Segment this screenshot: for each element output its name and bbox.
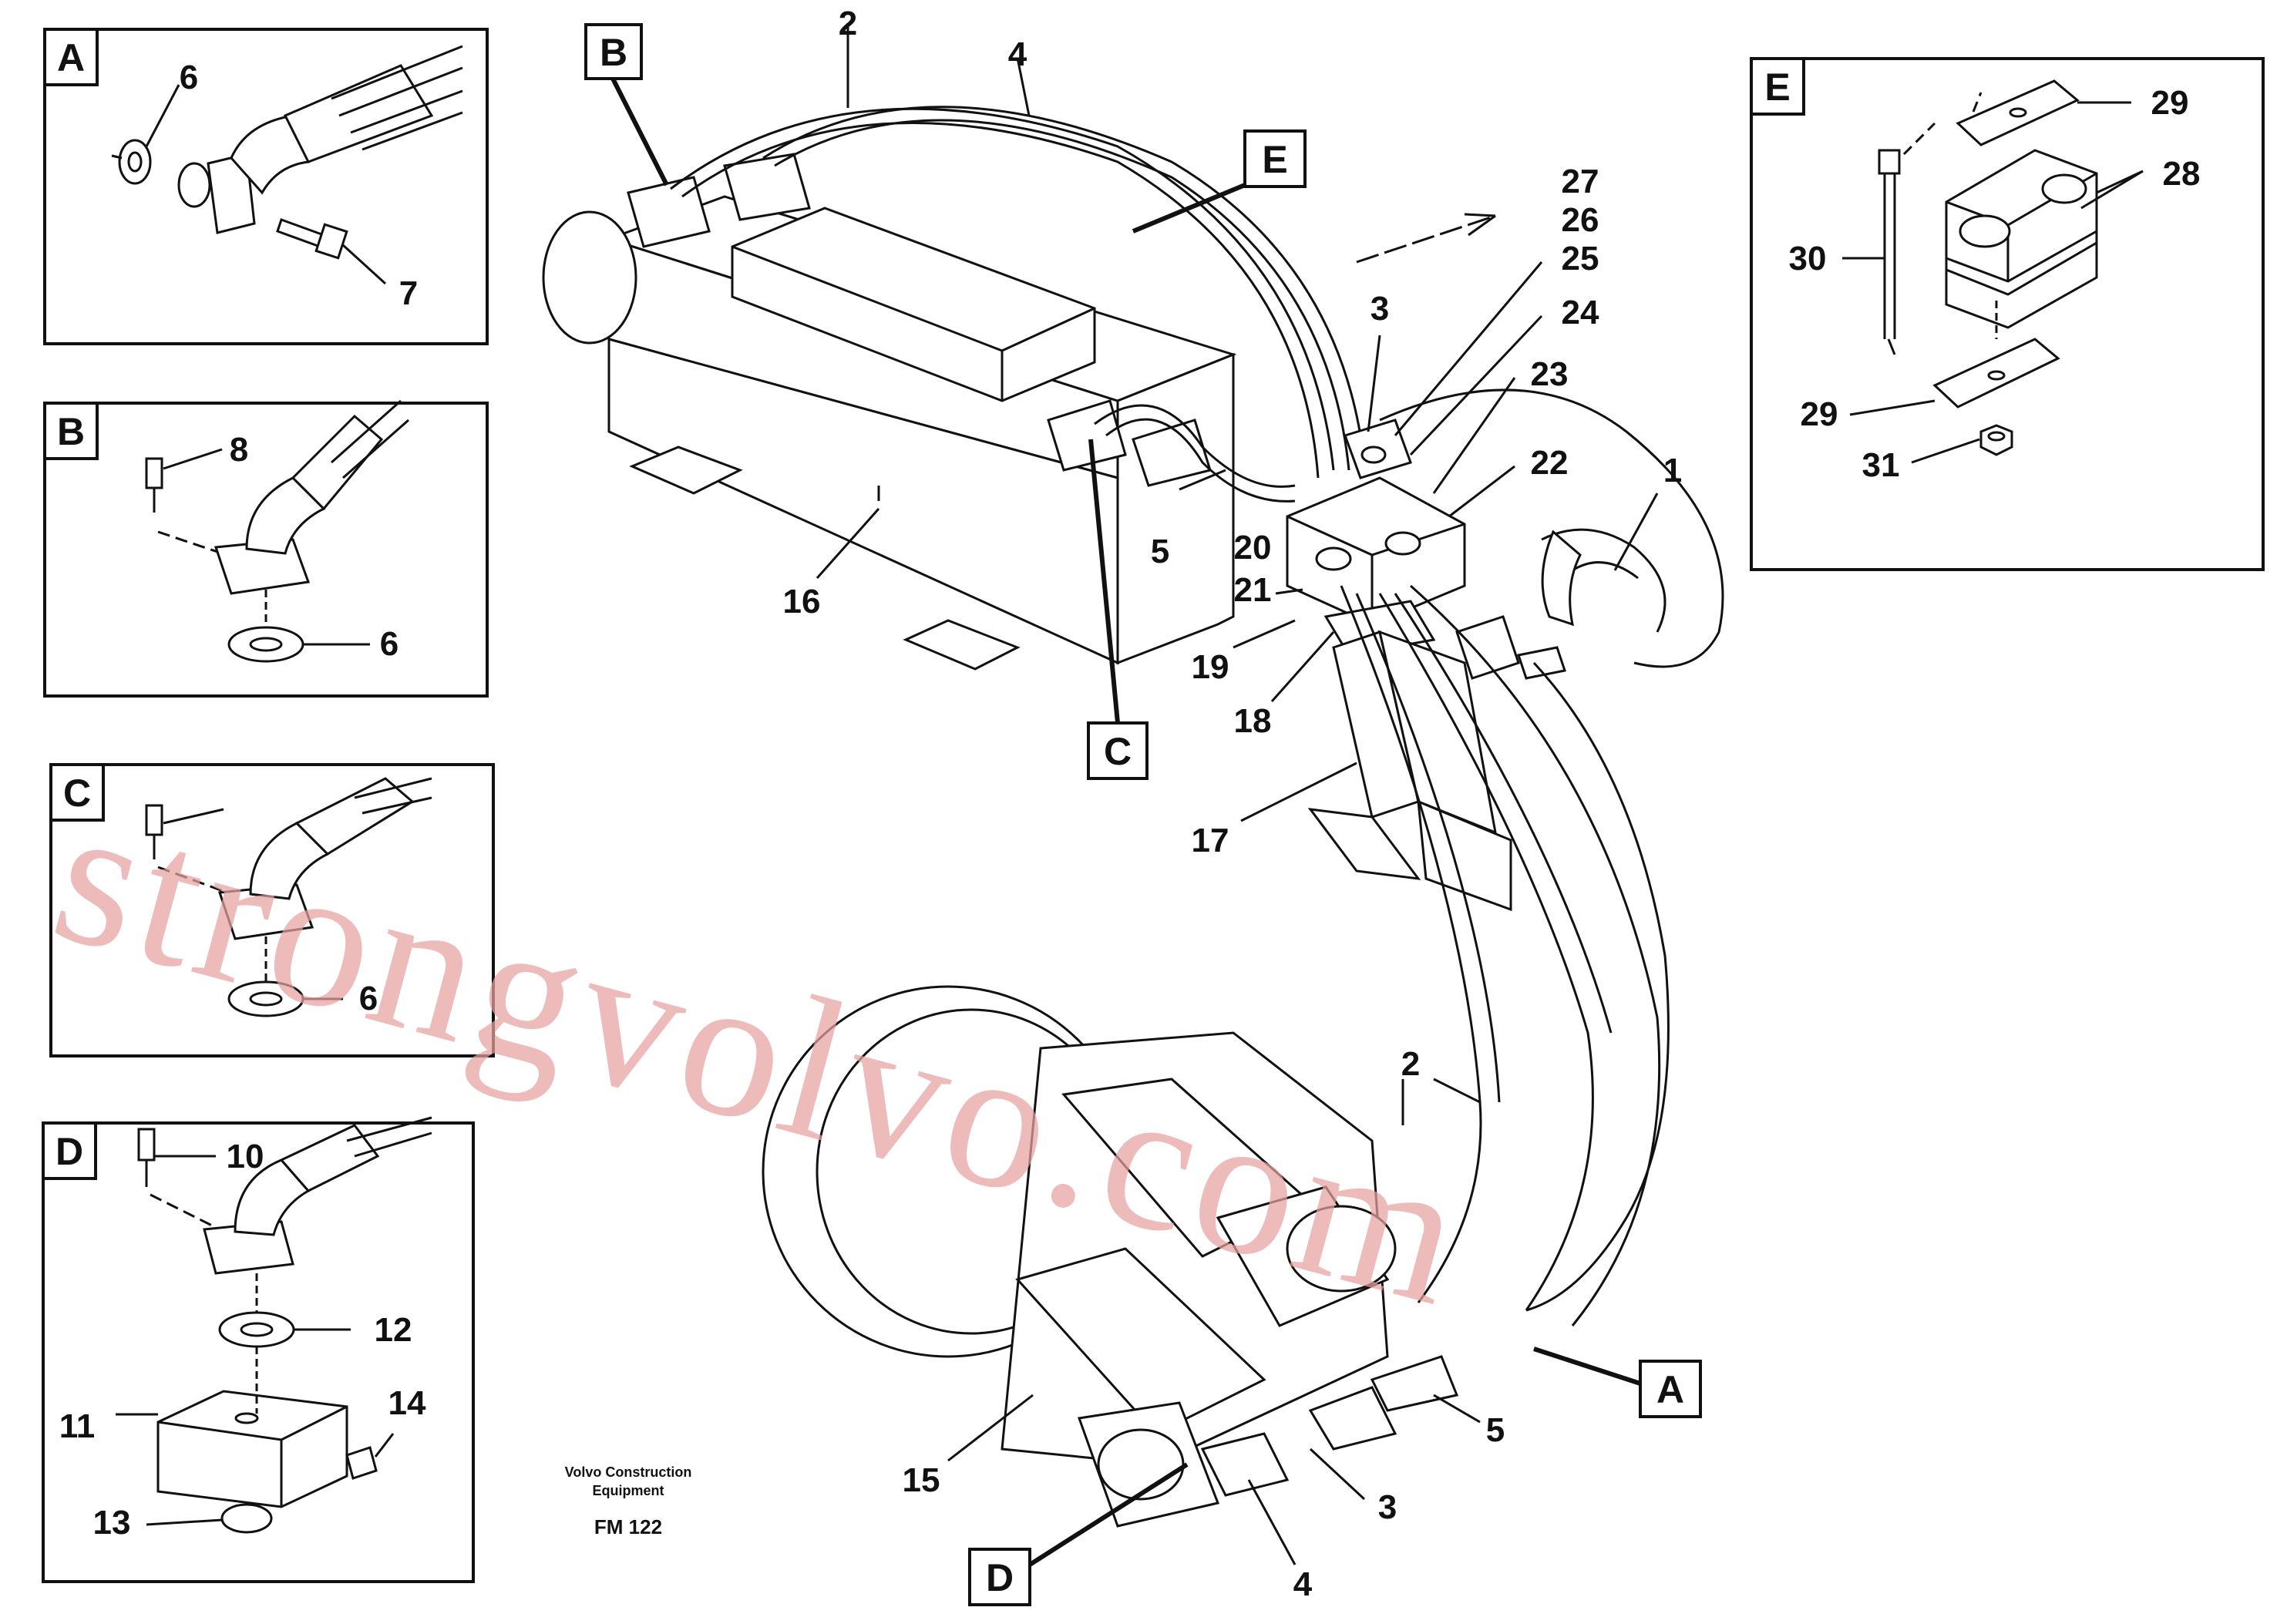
part-label-3: 3 [1371,290,1389,328]
detail-b-tag [43,402,99,460]
bolt-icon [1878,149,1901,175]
part-label-1: 1 [1663,452,1682,489]
bolt-icon [145,457,163,489]
detail-b: B 8 6 [43,399,489,698]
part-label-23: 23 [1531,355,1569,393]
svg-text:C: C [1104,730,1132,773]
tank-cap-icon [542,210,637,345]
part-label-13: 13 [93,1504,131,1542]
hose-1 [1379,388,1724,668]
plug-icon [345,1446,378,1480]
callout-e: E [1132,129,1307,234]
hose-5 [1094,404,1296,488]
hose-2 [670,107,1335,471]
detail-c: C 6 [49,763,495,1057]
svg-text:D: D [986,1556,1014,1599]
publisher-line-1: Volvo Construction [565,1464,692,1480]
hose-end-icon [291,414,384,511]
part-label-6b: 6 [380,625,399,663]
callout-b: B [584,23,669,187]
detail-e: E 29 28 30 29 31 [1750,57,2265,571]
part-label-3b: 3 [1378,1488,1397,1526]
svg-text:A: A [1656,1368,1684,1411]
hose-4 [762,106,1366,463]
part-label-4b: 4 [1293,1565,1313,1603]
part-label-30: 30 [1789,240,1827,277]
part-label-4: 4 [1008,35,1027,73]
callout-a: A [1533,1347,1702,1418]
part-label-31: 31 [1862,446,1900,484]
detail-c-tag [49,763,105,822]
detail-a-frame [43,28,489,345]
detail-b-label: B [57,410,85,453]
hydraulic-tank [542,153,1237,671]
hose-end-icon [279,1124,380,1192]
part-label-2b: 2 [1401,1045,1420,1083]
detail-c-frame [49,763,495,1057]
callout-d: D [968,1462,1189,1606]
part-label-18: 18 [1234,702,1272,740]
part-label-6: 6 [180,59,198,96]
part-label-19: 19 [1192,648,1229,686]
detail-c-label: C [63,772,91,815]
bolt-icon [137,1128,156,1162]
detail-a: A 6 7 [43,28,489,345]
part-label-16: 16 [783,583,821,620]
part-label-21: 21 [1234,571,1272,609]
part-label-6c: 6 [359,980,378,1017]
adapter-block-icon [156,1390,348,1508]
main-assembly: 2 4 5 16 3 27 26 25 24 23 22 1 20 21 19 … [542,5,1724,1603]
part-label-8: 8 [230,431,248,469]
detail-a-tag [43,28,99,86]
clamp-body-icon [1945,149,2098,283]
detail-d-frame [42,1121,475,1583]
part-label-15: 15 [903,1461,940,1499]
part-label-17: 17 [1192,822,1229,859]
title-block: Volvo Construction Equipment FM 122 [565,1464,692,1538]
part-label-29: 29 [2151,84,2189,122]
part-label-7: 7 [399,274,418,312]
part-label-10: 10 [227,1138,264,1175]
svg-text:B: B [600,31,627,74]
detail-e-tag [1750,57,1805,116]
part-label-24: 24 [1562,294,1599,331]
part-label-5: 5 [1151,533,1169,570]
detail-b-frame [43,402,489,698]
o-ring-icon [220,1503,273,1534]
part-label-26: 26 [1562,201,1599,239]
hose-end-icon [283,64,434,163]
detail-d: D 10 12 11 14 13 [42,1116,475,1583]
svg-text:E: E [1262,138,1287,181]
part-label-14: 14 [388,1384,426,1422]
detail-d-tag [42,1121,97,1180]
publisher-line-2: Equipment [593,1483,664,1498]
bolt-icon [276,218,325,248]
valve-manifold [1286,419,1466,657]
part-label-25: 25 [1562,240,1599,277]
part-label-12: 12 [375,1311,412,1349]
part-label-22: 22 [1531,444,1569,482]
figure-code: FM 122 [594,1515,662,1538]
part-label-29b: 29 [1801,395,1838,433]
part-label-27: 27 [1562,163,1599,200]
part-label-11: 11 [59,1407,96,1445]
part-label-28: 28 [2163,155,2201,193]
detail-e-label: E [1764,66,1790,109]
part-label-5b: 5 [1486,1411,1505,1449]
part-label-2: 2 [839,5,857,42]
callout-c: C [1087,439,1149,780]
detail-a-label: A [57,36,85,79]
detail-d-label: D [55,1130,83,1173]
part-label-20: 20 [1234,529,1272,567]
detail-e-frame [1750,57,2265,571]
